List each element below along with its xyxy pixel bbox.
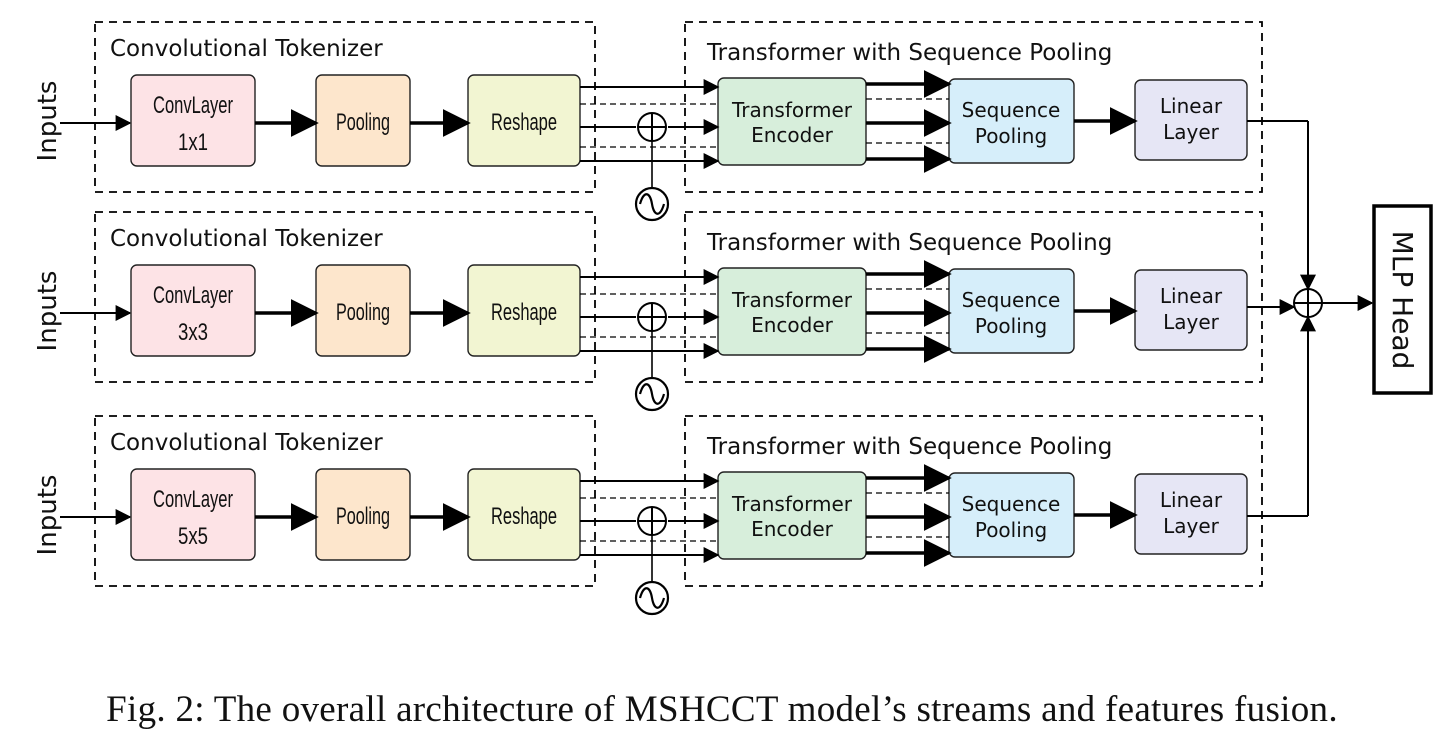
inputs-label: Inputs <box>33 475 63 556</box>
convlayer-box <box>130 264 256 357</box>
mlp-head-label: MLP Head <box>1386 231 1419 370</box>
inputs-label: Inputs <box>33 271 63 352</box>
sinusoid-wave-icon <box>638 383 666 405</box>
transformer-container <box>684 21 1263 193</box>
pooling-label: Pooling <box>336 503 390 530</box>
transformer-container <box>684 415 1263 587</box>
convlayer-label: ConvLayer <box>153 486 233 513</box>
stream-2: Convolutional Tokenizer Transformer with … <box>33 211 1263 412</box>
seqpool-label-line2: Pooling <box>975 314 1047 338</box>
sinusoid-wave-icon <box>638 193 666 215</box>
tokenizer-title: Convolutional Tokenizer <box>110 226 383 252</box>
pooling-label: Pooling <box>336 109 390 136</box>
figure-caption: Fig. 2: The overall architecture of MSHC… <box>106 689 1338 730</box>
linear-label-line1: Linear <box>1160 94 1223 118</box>
transformer-container <box>684 211 1263 383</box>
linear-label-line1: Linear <box>1160 284 1223 308</box>
seqpool-label-line1: Sequence <box>962 98 1061 122</box>
sinusoid-wave-icon <box>638 587 666 609</box>
convlayer-label: ConvLayer <box>153 92 233 119</box>
convlayer-kernel-label: 1x1 <box>178 129 208 156</box>
linear-label-line2: Layer <box>1163 514 1220 538</box>
seqpool-label-line2: Pooling <box>975 518 1047 542</box>
mlp-head-box <box>1372 204 1433 395</box>
encoder-label-line2: Encoder <box>751 313 834 337</box>
encoder-label-line1: Transformer <box>731 492 853 516</box>
encoder-label-line1: Transformer <box>731 98 853 122</box>
inputs-label: Inputs <box>33 81 63 162</box>
convlayer-box <box>130 74 256 167</box>
convlayer-kernel-label: 5x5 <box>178 523 208 550</box>
stream-3: Convolutional Tokenizer Transformer with … <box>33 415 1263 616</box>
reshape-label: Reshape <box>491 503 557 530</box>
seqpool-label-line2: Pooling <box>975 124 1047 148</box>
convlayer-box <box>130 468 256 561</box>
tokenizer-title: Convolutional Tokenizer <box>110 430 383 456</box>
pooling-label: Pooling <box>336 299 390 326</box>
fusion-layer: MLP Head <box>1247 120 1433 517</box>
reshape-label: Reshape <box>491 109 557 136</box>
encoder-label-line2: Encoder <box>751 123 834 147</box>
convlayer-label: ConvLayer <box>153 282 233 309</box>
encoder-label-line1: Transformer <box>731 288 853 312</box>
linear-label-line1: Linear <box>1160 488 1223 512</box>
seqpool-label-line1: Sequence <box>962 492 1061 516</box>
tokenizer-title: Convolutional Tokenizer <box>110 36 383 62</box>
reshape-label: Reshape <box>491 299 557 326</box>
linear-label-line2: Layer <box>1163 120 1220 144</box>
linear-label-line2: Layer <box>1163 310 1220 334</box>
transformer-title: Transformer with Sequence Pooling <box>706 230 1112 256</box>
transformer-title: Transformer with Sequence Pooling <box>706 40 1112 66</box>
transformer-title: Transformer with Sequence Pooling <box>706 434 1112 460</box>
seqpool-label-line1: Sequence <box>962 288 1061 312</box>
encoder-label-line2: Encoder <box>751 517 834 541</box>
convlayer-kernel-label: 3x3 <box>178 319 208 346</box>
stream-1: Convolutional Tokenizer Transformer with … <box>33 21 1263 222</box>
